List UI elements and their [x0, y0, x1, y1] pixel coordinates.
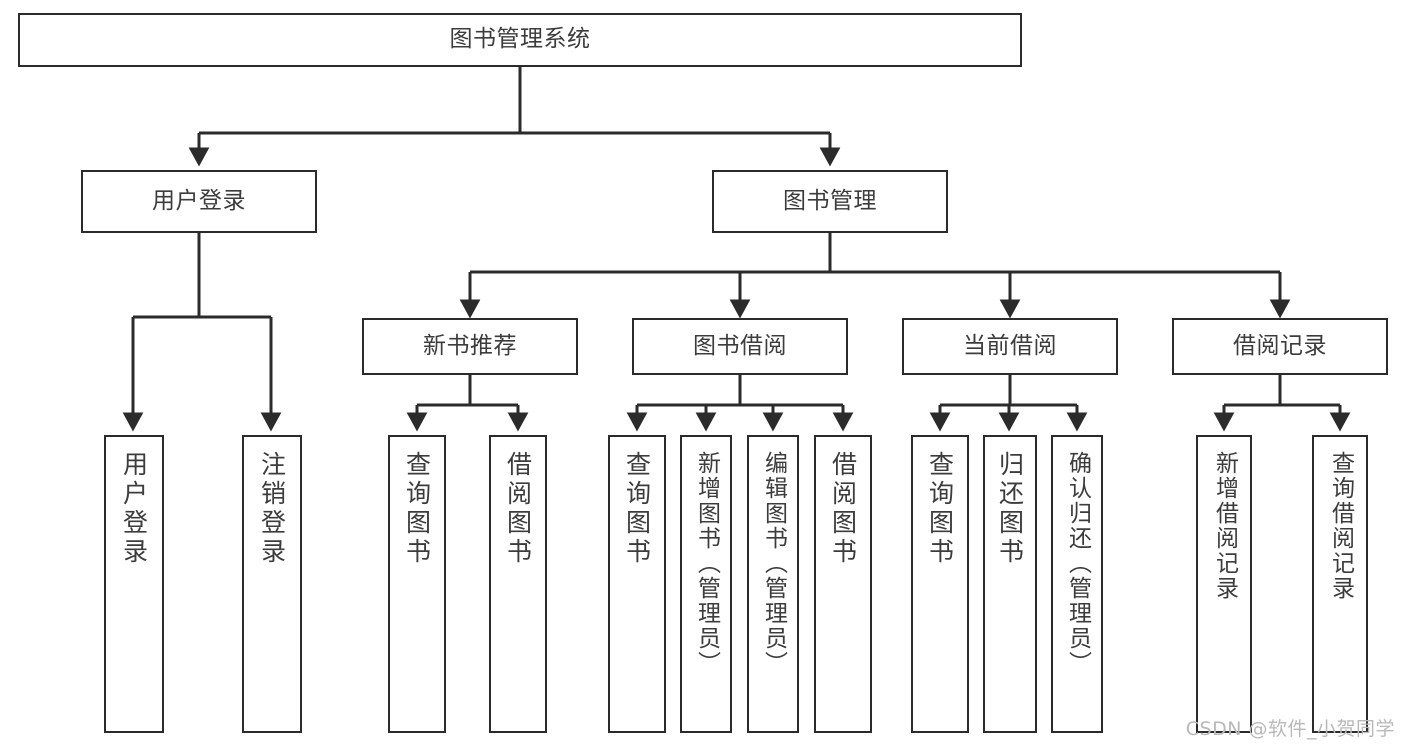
node-user-login[interactable]: 用户登录 — [81, 170, 317, 233]
node-new-book-recommend-label: 新书推荐 — [423, 332, 517, 359]
node-borrow-record-label: 借阅记录 — [1233, 332, 1327, 359]
node-book-borrow-label: 图书借阅 — [693, 332, 787, 359]
node-user-login-label: 用户登录 — [152, 187, 246, 214]
leaf-edit-book-admin[interactable]: 编辑图书（管理员） — [747, 435, 799, 733]
leaf-query-book-3[interactable]: 查询图书 — [911, 435, 969, 733]
leaf-query-borrow-record-label: 查询借阅记录 — [1327, 451, 1354, 601]
node-book-management[interactable]: 图书管理 — [712, 170, 948, 233]
csdn-watermark: CSDN @软件_小贺同学 — [1185, 718, 1395, 740]
node-current-borrow[interactable]: 当前借阅 — [902, 318, 1118, 375]
node-current-borrow-label: 当前借阅 — [963, 332, 1057, 359]
node-root-label: 图书管理系统 — [449, 26, 591, 53]
leaf-edit-book-admin-label: 编辑图书（管理员） — [760, 451, 787, 676]
node-book-management-label: 图书管理 — [783, 187, 877, 214]
leaf-borrow-book-1-label: 借阅图书 — [503, 451, 533, 567]
leaf-query-book-1-label: 查询图书 — [402, 451, 432, 567]
leaf-query-book-1[interactable]: 查询图书 — [388, 435, 446, 733]
leaf-user-login[interactable]: 用户登录 — [104, 435, 164, 733]
node-root[interactable]: 图书管理系统 — [18, 13, 1022, 67]
leaf-confirm-return-admin-label: 确认归还（管理员） — [1064, 451, 1091, 676]
leaf-add-book-admin-label: 新增图书（管理员） — [693, 451, 720, 676]
leaf-return-book[interactable]: 归还图书 — [983, 435, 1037, 733]
node-new-book-recommend[interactable]: 新书推荐 — [362, 318, 578, 375]
leaf-add-book-admin[interactable]: 新增图书（管理员） — [680, 435, 732, 733]
node-book-borrow[interactable]: 图书借阅 — [632, 318, 848, 375]
leaf-borrow-book-2[interactable]: 借阅图书 — [814, 435, 872, 733]
node-borrow-record[interactable]: 借阅记录 — [1172, 318, 1388, 375]
leaf-query-borrow-record[interactable]: 查询借阅记录 — [1312, 435, 1368, 733]
leaf-return-book-label: 归还图书 — [995, 451, 1025, 567]
leaf-logout-login-label: 注销登录 — [257, 451, 287, 567]
leaf-confirm-return-admin[interactable]: 确认归还（管理员） — [1051, 435, 1103, 733]
leaf-add-borrow-record[interactable]: 新增借阅记录 — [1196, 435, 1252, 733]
leaf-query-book-2-label: 查询图书 — [622, 451, 652, 567]
leaf-query-book-2[interactable]: 查询图书 — [608, 435, 666, 733]
leaf-borrow-book-1[interactable]: 借阅图书 — [489, 435, 547, 733]
leaf-borrow-book-2-label: 借阅图书 — [828, 451, 858, 567]
leaf-user-login-label: 用户登录 — [119, 451, 149, 567]
leaf-query-book-3-label: 查询图书 — [925, 451, 955, 567]
leaf-add-borrow-record-label: 新增借阅记录 — [1211, 451, 1238, 601]
leaf-logout-login[interactable]: 注销登录 — [242, 435, 302, 733]
